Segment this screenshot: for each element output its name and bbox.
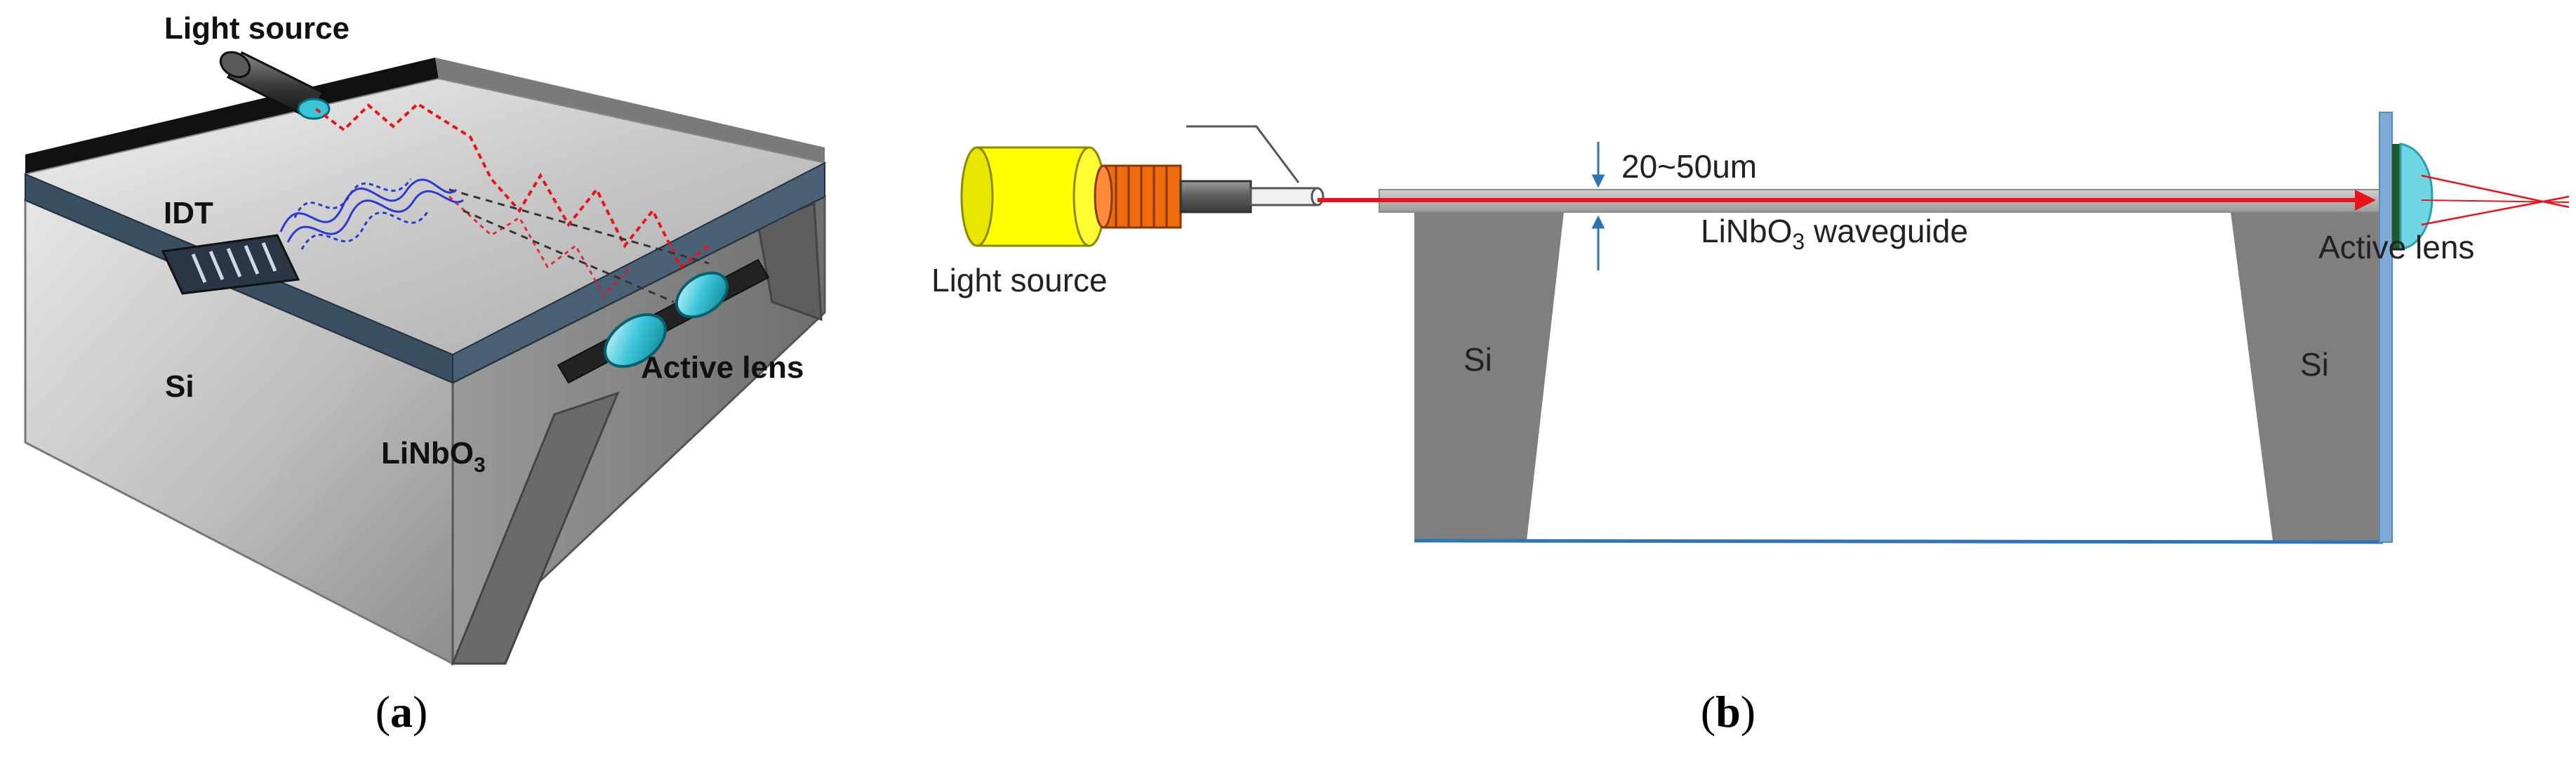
lens-icon: [2399, 143, 2434, 251]
thickness-marker: [1591, 142, 1605, 270]
back-wall-right: [435, 58, 825, 163]
label-active-lens-a: Active lens: [641, 350, 804, 385]
end-plate: [2379, 112, 2393, 543]
label-light-source-a: Light source: [164, 11, 350, 46]
back-wall: [25, 58, 439, 174]
si-support-left: [1414, 212, 1564, 541]
lens-icon: [604, 313, 667, 368]
label-light-source-b: Light source: [931, 262, 1108, 298]
si-support-leg: [451, 391, 620, 665]
light-source-device-b: [960, 125, 1324, 247]
lens-icon: [675, 271, 729, 319]
caption-b: (b): [1701, 687, 1755, 737]
light-path-zigzag: [314, 102, 710, 270]
label-active-lens-b: Active lens: [2318, 229, 2474, 265]
light-path-reflected: [448, 195, 633, 297]
label-waveguide: LiNbO3 waveguide: [1701, 213, 1968, 254]
linbo3-right-edge: [452, 162, 825, 384]
label-si-left: Si: [1463, 341, 1492, 378]
idt-electrode: [161, 234, 300, 295]
label-si-right: Si: [2300, 346, 2329, 383]
label-si-a: Si: [165, 369, 194, 404]
substrate-bottom-line: [1414, 539, 2384, 544]
si-support-right: [2231, 212, 2379, 541]
acoustic-waves: [279, 178, 464, 250]
panel-a: Light source IDT Active lens Si LiNbO3 (…: [22, 11, 827, 737]
active-lens-device-b: [2392, 143, 2570, 251]
active-lens-device: [557, 258, 770, 384]
label-thickness: 20~50um: [1621, 148, 1757, 185]
label-idt: IDT: [164, 196, 213, 230]
panel-b: Light source 20~50um LiNbO3 waveguide Ac…: [931, 112, 2570, 737]
label-linbo3-a: LiNbO3: [381, 436, 486, 477]
laser-arrowhead: [2355, 190, 2376, 211]
caption-a: (a): [376, 687, 428, 737]
guide-line-1: [463, 209, 675, 303]
light-source-device: [219, 51, 331, 120]
